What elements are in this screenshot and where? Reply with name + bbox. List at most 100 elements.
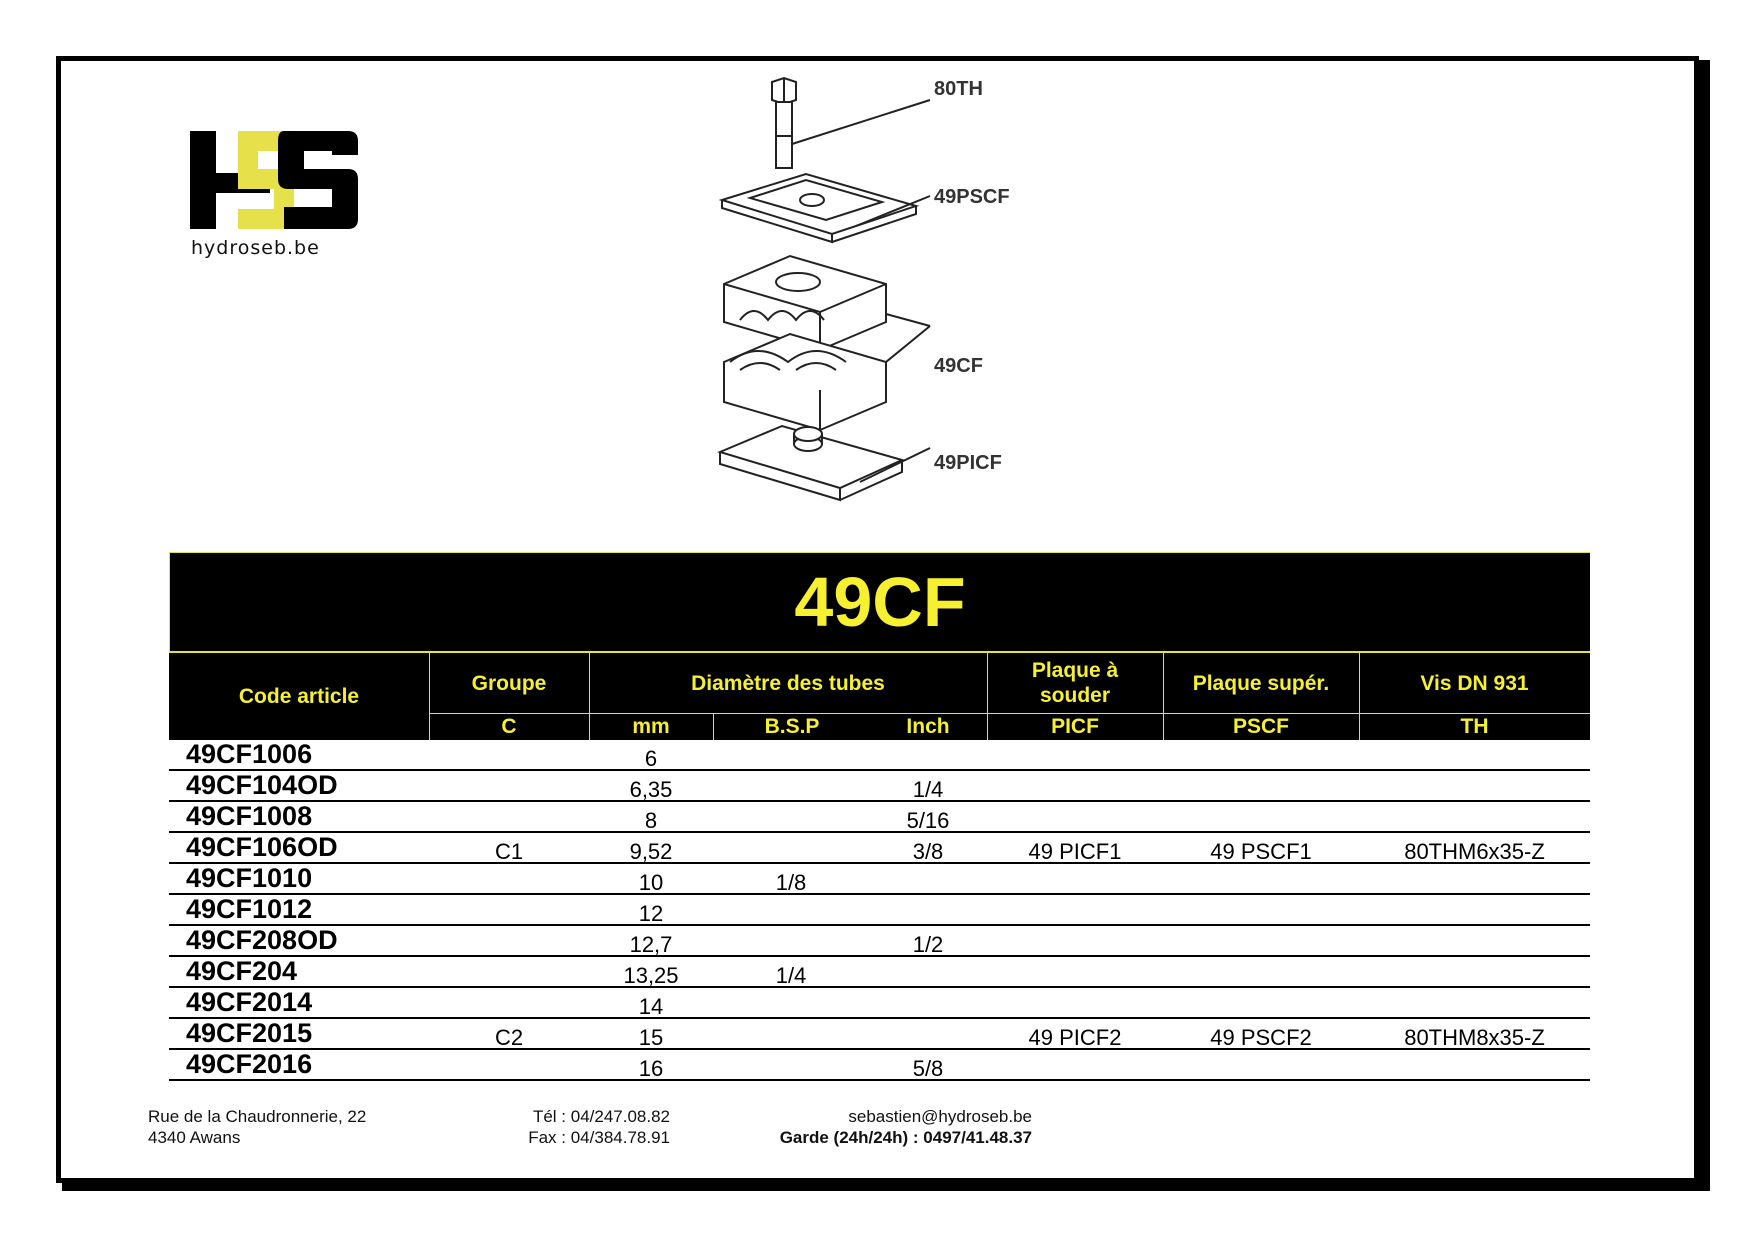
cell-groupe — [429, 988, 589, 1019]
diagram-label-49picf: 49PICF — [934, 452, 1002, 474]
cell-picf — [987, 988, 1163, 1019]
table-row: 49CF1008 8 5/16 — [169, 802, 1590, 833]
cell-code: 49CF1010 — [186, 863, 313, 893]
cell-pscf — [1163, 1050, 1359, 1081]
cell-code: 49CF208OD — [186, 925, 338, 955]
cell-bsp — [713, 1019, 869, 1050]
cell-inch: 3/8 — [912, 839, 944, 864]
cell-pscf — [1163, 988, 1359, 1019]
lower-clamp-drawing — [723, 313, 931, 432]
cell-code: 49CF204 — [186, 956, 298, 986]
diagram-label-80th: 80TH — [934, 78, 983, 100]
product-title-bar: 49CF — [169, 552, 1590, 653]
subheader-th: TH — [1460, 715, 1489, 738]
cell-bsp — [713, 802, 869, 833]
cell-th — [1359, 771, 1590, 802]
cell-mm: 10 — [638, 870, 664, 895]
cell-inch — [869, 864, 987, 895]
cell-bsp — [713, 988, 869, 1019]
cell-bsp — [713, 895, 869, 926]
footer-fax: Fax : 04/384.78.91 — [528, 1128, 670, 1147]
cell-bsp — [713, 1050, 869, 1081]
cell-code: 49CF1006 — [186, 739, 313, 769]
table-row: 49CF1006 6 — [169, 740, 1590, 771]
cell-mm: 12,7 — [629, 932, 673, 957]
cell-groupe — [429, 771, 589, 802]
subheader-pscf: PSCF — [1232, 715, 1289, 738]
product-title: 49CF — [794, 563, 966, 641]
diagram-label-49cf: 49CF — [934, 355, 983, 377]
table-row: 49CF1010 10 1/8 — [169, 864, 1590, 895]
top-plate-drawing — [718, 172, 931, 244]
cell-mm: 9,52 — [629, 839, 673, 864]
cell-groupe — [429, 895, 589, 926]
cell-th — [1359, 957, 1590, 988]
subheader-bsp: B.S.P — [764, 715, 820, 738]
cell-code: 49CF104OD — [186, 770, 338, 800]
table-row: 49CF2014 14 — [169, 988, 1590, 1019]
cell-groupe: C1 — [494, 839, 524, 864]
header-divider — [589, 653, 590, 740]
table-row: 49CF1012 12 — [169, 895, 1590, 926]
cell-pscf — [1163, 926, 1359, 957]
cell-th — [1359, 895, 1590, 926]
footer-email[interactable]: sebastien@hydroseb.be — [848, 1107, 1032, 1126]
cell-groupe — [429, 802, 589, 833]
cell-bsp — [713, 740, 869, 771]
cell-th — [1359, 988, 1590, 1019]
footer-address-line1: Rue de la Chaudronnerie, 22 — [148, 1107, 367, 1126]
logo-text: hydroseb.be — [191, 237, 320, 259]
cell-mm: 16 — [638, 1056, 664, 1081]
cell-picf — [987, 740, 1163, 771]
cell-inch: 5/16 — [906, 808, 950, 833]
bolt-drawing — [771, 76, 931, 169]
footer-tel: Tél : 04/247.08.82 — [532, 1107, 670, 1126]
cell-mm: 6 — [644, 746, 658, 771]
cell-mm: 6,35 — [629, 777, 673, 802]
cell-mm: 8 — [644, 808, 658, 833]
cell-code: 49CF2015 — [186, 1018, 313, 1048]
cell-picf — [987, 1050, 1163, 1081]
cell-th — [1359, 926, 1590, 957]
cell-mm: 15 — [638, 1025, 664, 1050]
cell-th: 80THM8x35-Z — [1404, 1025, 1545, 1050]
cell-inch — [869, 988, 987, 1019]
header-divider — [987, 653, 988, 740]
cell-th — [1359, 802, 1590, 833]
cell-th — [1359, 1050, 1590, 1081]
header-divider — [1163, 653, 1164, 740]
col-header-diametre: Diamètre des tubes — [691, 671, 885, 695]
cell-groupe: C2 — [494, 1025, 524, 1050]
subheader-picf: PICF — [1051, 715, 1099, 738]
table-row: 49CF2016 16 5/8 — [169, 1050, 1590, 1081]
clamp-assembly-diagram — [717, 76, 931, 502]
table-row: 49CF104OD 6,35 1/4 — [169, 771, 1590, 802]
cell-bsp — [713, 833, 869, 864]
footer-phone: Tél : 04/247.08.82 Fax : 04/384.78.91 — [520, 1106, 670, 1148]
subheader-inch: Inch — [906, 715, 950, 738]
cell-inch: 1/2 — [912, 932, 944, 957]
cell-pscf — [1163, 895, 1359, 926]
cell-groupe — [429, 740, 589, 771]
cell-picf — [987, 926, 1163, 957]
cell-bsp: 1/4 — [775, 963, 807, 988]
cell-th: 80THM6x35-Z — [1404, 839, 1545, 864]
cell-pscf — [1163, 957, 1359, 988]
cell-mm: 14 — [638, 994, 664, 1019]
cell-picf — [987, 895, 1163, 926]
cell-groupe — [429, 926, 589, 957]
footer-address: Rue de la Chaudronnerie, 22 4340 Awans — [148, 1106, 366, 1148]
cell-code: 49CF1008 — [186, 801, 313, 831]
cell-code: 49CF1012 — [186, 894, 313, 924]
table-header: Code article Groupe Diamètre des tubes P… — [169, 653, 1590, 740]
cell-inch: 1/4 — [912, 777, 944, 802]
cell-pscf — [1163, 740, 1359, 771]
bottom-plate-drawing — [717, 424, 931, 502]
subheader-mm: mm — [632, 715, 670, 738]
cell-code: 49CF106OD — [186, 832, 338, 862]
cell-th — [1359, 864, 1590, 895]
cell-pscf — [1163, 802, 1359, 833]
cell-code: 49CF2016 — [186, 1049, 313, 1079]
cell-mm: 12 — [638, 901, 664, 926]
cell-inch — [869, 740, 987, 771]
